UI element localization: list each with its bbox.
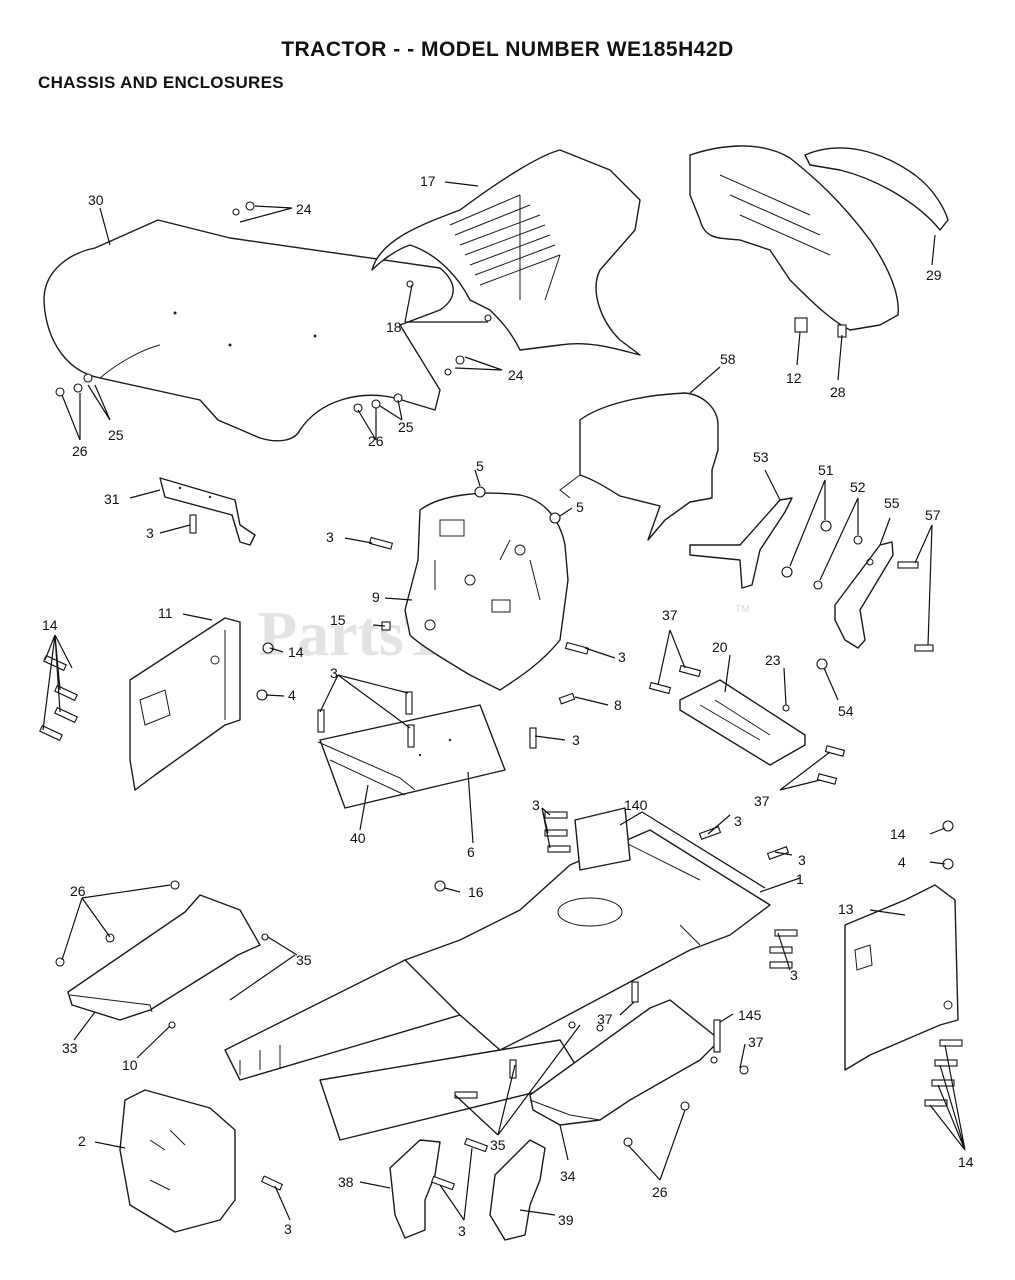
callout-15: 15 [330,612,346,628]
callout-35a: 35 [296,952,312,968]
callout-3f: 3 [734,813,742,829]
part-13-right-side-panel [844,884,959,1071]
callout-40: 40 [350,830,366,846]
callout-3b: 3 [326,529,334,545]
part-11-left-side-panel [129,617,241,791]
callout-3i: 3 [790,967,798,983]
callout-29: 29 [926,267,942,283]
callout-38: 38 [338,1174,354,1190]
part-140-plate [574,807,631,871]
callout-2: 2 [78,1133,86,1149]
callout-24: 24 [296,201,312,217]
callout-25a: 25 [108,427,124,443]
part-38-bracket [389,1139,441,1239]
callout-37d: 37 [748,1034,764,1050]
callout-13: 13 [838,901,854,917]
callout-35b: 35 [490,1137,506,1153]
part-20-plate [679,679,806,766]
callout-26b: 26 [368,433,384,449]
callout-1: 1 [796,871,804,887]
callout-8: 8 [614,697,622,713]
page-title: TRACTOR - - MODEL NUMBER WE185H42D [281,38,734,61]
callout-23: 23 [765,652,781,668]
part-31-bracket [159,477,256,546]
callout-5a: 5 [476,458,484,474]
callout-10: 10 [122,1057,138,1073]
callout-145: 145 [738,1007,762,1023]
part-6-floor-plate [317,704,506,809]
callout-54: 54 [838,703,854,719]
part-58-dash-panel [559,392,719,541]
callout-14d: 14 [958,1154,974,1170]
part-17-hood [371,149,641,356]
callout-28: 28 [830,384,846,400]
callout-57: 57 [925,507,941,523]
callout-37b: 37 [754,793,770,809]
part-145-pin [713,1019,721,1053]
part-55-bracket [834,541,894,649]
callout-11: 11 [158,605,173,621]
callout-17: 17 [420,173,436,189]
callout-3c: 3 [330,665,338,681]
leader-lines [42,181,966,1221]
callout-33: 33 [62,1040,78,1056]
callout-24b: 24 [508,367,524,383]
callout-3d: 3 [618,649,626,665]
callout-140: 140 [624,797,648,813]
part-1-main-frame [224,829,771,1141]
callout-3h: 3 [798,852,806,868]
callout-51: 51 [818,462,834,478]
part-33-footrest-left [67,894,261,1021]
part-9-front-support [404,492,569,691]
callout-26d: 26 [652,1184,668,1200]
callout-34: 34 [560,1168,576,1184]
callout-14a: 14 [42,617,58,633]
callout-26c: 26 [70,883,86,899]
callout-3g: 3 [532,797,540,813]
watermark-tm: TM [735,604,749,615]
callout-3e: 3 [572,732,580,748]
callout-52: 52 [850,479,866,495]
callout-39: 39 [558,1212,574,1228]
callout-18: 18 [386,319,402,335]
callout-3a: 3 [146,525,154,541]
part-53-bracket [689,497,793,589]
callout-37a: 37 [662,607,678,623]
callout-58: 58 [720,351,736,367]
callout-55: 55 [884,495,900,511]
callout-30: 30 [88,192,104,208]
part-39-bracket [489,1139,546,1241]
callout-16: 16 [468,884,484,900]
callout-4a: 4 [288,687,296,703]
callout-37c: 37 [597,1011,613,1027]
part-2-front-guard [119,1089,236,1233]
callout-14c: 14 [890,826,906,842]
callout-3k: 3 [284,1221,292,1237]
part-29-grille [689,145,949,331]
page-subtitle: CHASSIS AND ENCLOSURES [38,73,284,92]
callout-4b: 4 [898,854,906,870]
part-34-footrest-right [529,999,721,1126]
callout-31: 31 [104,491,120,507]
callout-5b: 5 [576,499,584,515]
callout-20: 20 [712,639,728,655]
callout-26a: 26 [72,443,88,459]
callout-14b: 14 [288,644,304,660]
callout-9: 9 [372,589,380,605]
callout-25b: 25 [398,419,414,435]
part-30-footrest-panel [43,219,454,442]
callout-6: 6 [467,844,475,860]
callout-3j: 3 [458,1223,466,1239]
callout-labels: 30 24 17 18 24 29 12 28 58 26 25 26 25 3… [42,173,974,1239]
callout-12: 12 [786,370,802,386]
callout-53: 53 [753,449,769,465]
